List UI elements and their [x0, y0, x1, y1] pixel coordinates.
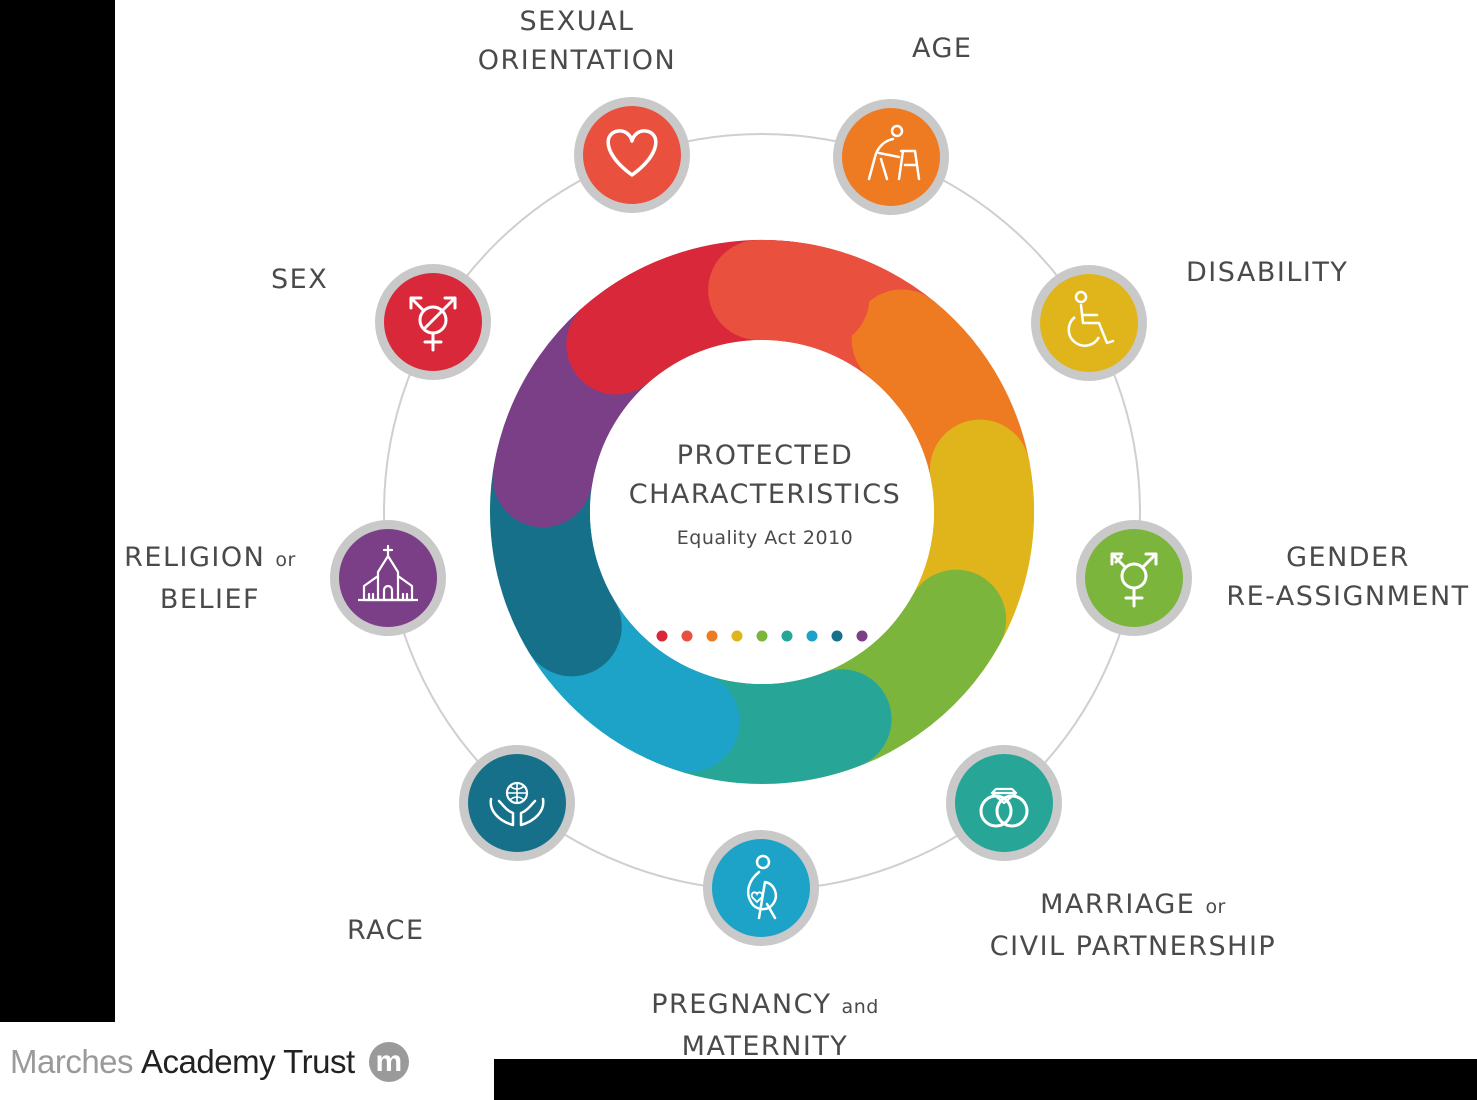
node-badge [339, 529, 437, 627]
characteristic-node [375, 264, 491, 380]
node-badge [1085, 529, 1183, 627]
color-dots [656, 630, 868, 642]
wheelchair-icon [1067, 290, 1115, 347]
label-gender-reassignment: GENDER RE-ASSIGNMENT [1222, 538, 1474, 616]
label-race: RACE [347, 911, 425, 950]
label-marriage: MARRIAGE or CIVIL PARTNERSHIP [984, 885, 1282, 966]
label-word: MARRIAGE [1040, 889, 1196, 920]
label-disability: DISABILITY [1186, 253, 1348, 292]
color-dot [756, 630, 768, 642]
label-line: SEX [271, 264, 329, 295]
black-border-left [0, 0, 115, 1022]
node-badge [712, 839, 810, 937]
color-dot [656, 630, 668, 642]
label-sexual-orientation: SEXUAL ORIENTATION [472, 2, 682, 80]
node-badge [842, 108, 940, 206]
color-dot [831, 630, 843, 642]
color-dot [681, 630, 693, 642]
center-title-line1: PROTECTED [676, 440, 854, 471]
label-connector: or [1205, 896, 1226, 918]
label-line: CIVIL PARTNERSHIP [989, 931, 1277, 962]
characteristic-node [833, 99, 949, 215]
label-connector: or [275, 549, 296, 571]
label-line: ORIENTATION [477, 45, 677, 76]
color-dot [856, 630, 868, 642]
label-line: BELIEF [159, 584, 261, 615]
center-title-line2: CHARACTERISTICS [628, 479, 902, 510]
label-line: DISABILITY [1186, 257, 1349, 288]
globe-in-hands-icon [489, 781, 545, 827]
label-word: PREGNANCY [651, 989, 832, 1020]
heart-icon [606, 129, 658, 177]
transgender-symbol-icon [1110, 552, 1158, 608]
brand-mark-icon: m [368, 1042, 409, 1082]
characteristic-node [1031, 265, 1147, 381]
wheel-center [590, 340, 934, 684]
label-pregnancy: PREGNANCY and MATERNITY [642, 985, 888, 1066]
brand-name-part1: Marches [10, 1043, 134, 1080]
label-line: RE-ASSIGNMENT [1226, 581, 1470, 612]
label-line: RELIGION or [120, 538, 300, 580]
label-line: AGE [912, 33, 973, 64]
label-line: MARRIAGE or [984, 885, 1282, 927]
color-dot [706, 630, 718, 642]
label-sex: SEX [271, 260, 328, 299]
color-dot [806, 630, 818, 642]
characteristic-node [330, 520, 446, 636]
characteristic-nodes [330, 97, 1192, 946]
label-line: MATERNITY [681, 1031, 849, 1062]
center-subtitle: Equality Act 2010 [676, 527, 854, 549]
label-age: AGE [912, 29, 972, 68]
label-line: RACE [347, 915, 425, 946]
label-line: SEXUAL [519, 6, 635, 37]
gender-symbols-icon [409, 296, 457, 352]
brand-name-part2: Academy Trust [141, 1043, 355, 1080]
place-of-worship-icon [358, 544, 418, 602]
characteristic-node [459, 745, 575, 861]
wheel-segment [708, 240, 870, 348]
characteristic-node [703, 830, 819, 946]
label-connector: and [841, 996, 879, 1018]
node-badge [583, 106, 681, 204]
center-title: PROTECTED CHARACTERISTICS [565, 436, 965, 514]
rings-icon [979, 787, 1029, 828]
characteristic-node [1076, 520, 1192, 636]
characteristic-node [574, 97, 690, 213]
label-line: GENDER [1286, 542, 1410, 573]
characteristic-node [946, 745, 1062, 861]
pregnant-person-icon [747, 854, 777, 920]
color-dot [731, 630, 743, 642]
color-wheel [490, 240, 1034, 784]
brand-logo: Marches Academy Trust m [10, 1040, 409, 1084]
black-border-bottom [494, 1059, 1477, 1100]
label-word: RELIGION [124, 542, 266, 573]
label-religion: RELIGION or BELIEF [120, 538, 300, 619]
elderly-walker-icon [867, 124, 921, 181]
color-dot [781, 630, 793, 642]
label-line: PREGNANCY and [642, 985, 888, 1027]
